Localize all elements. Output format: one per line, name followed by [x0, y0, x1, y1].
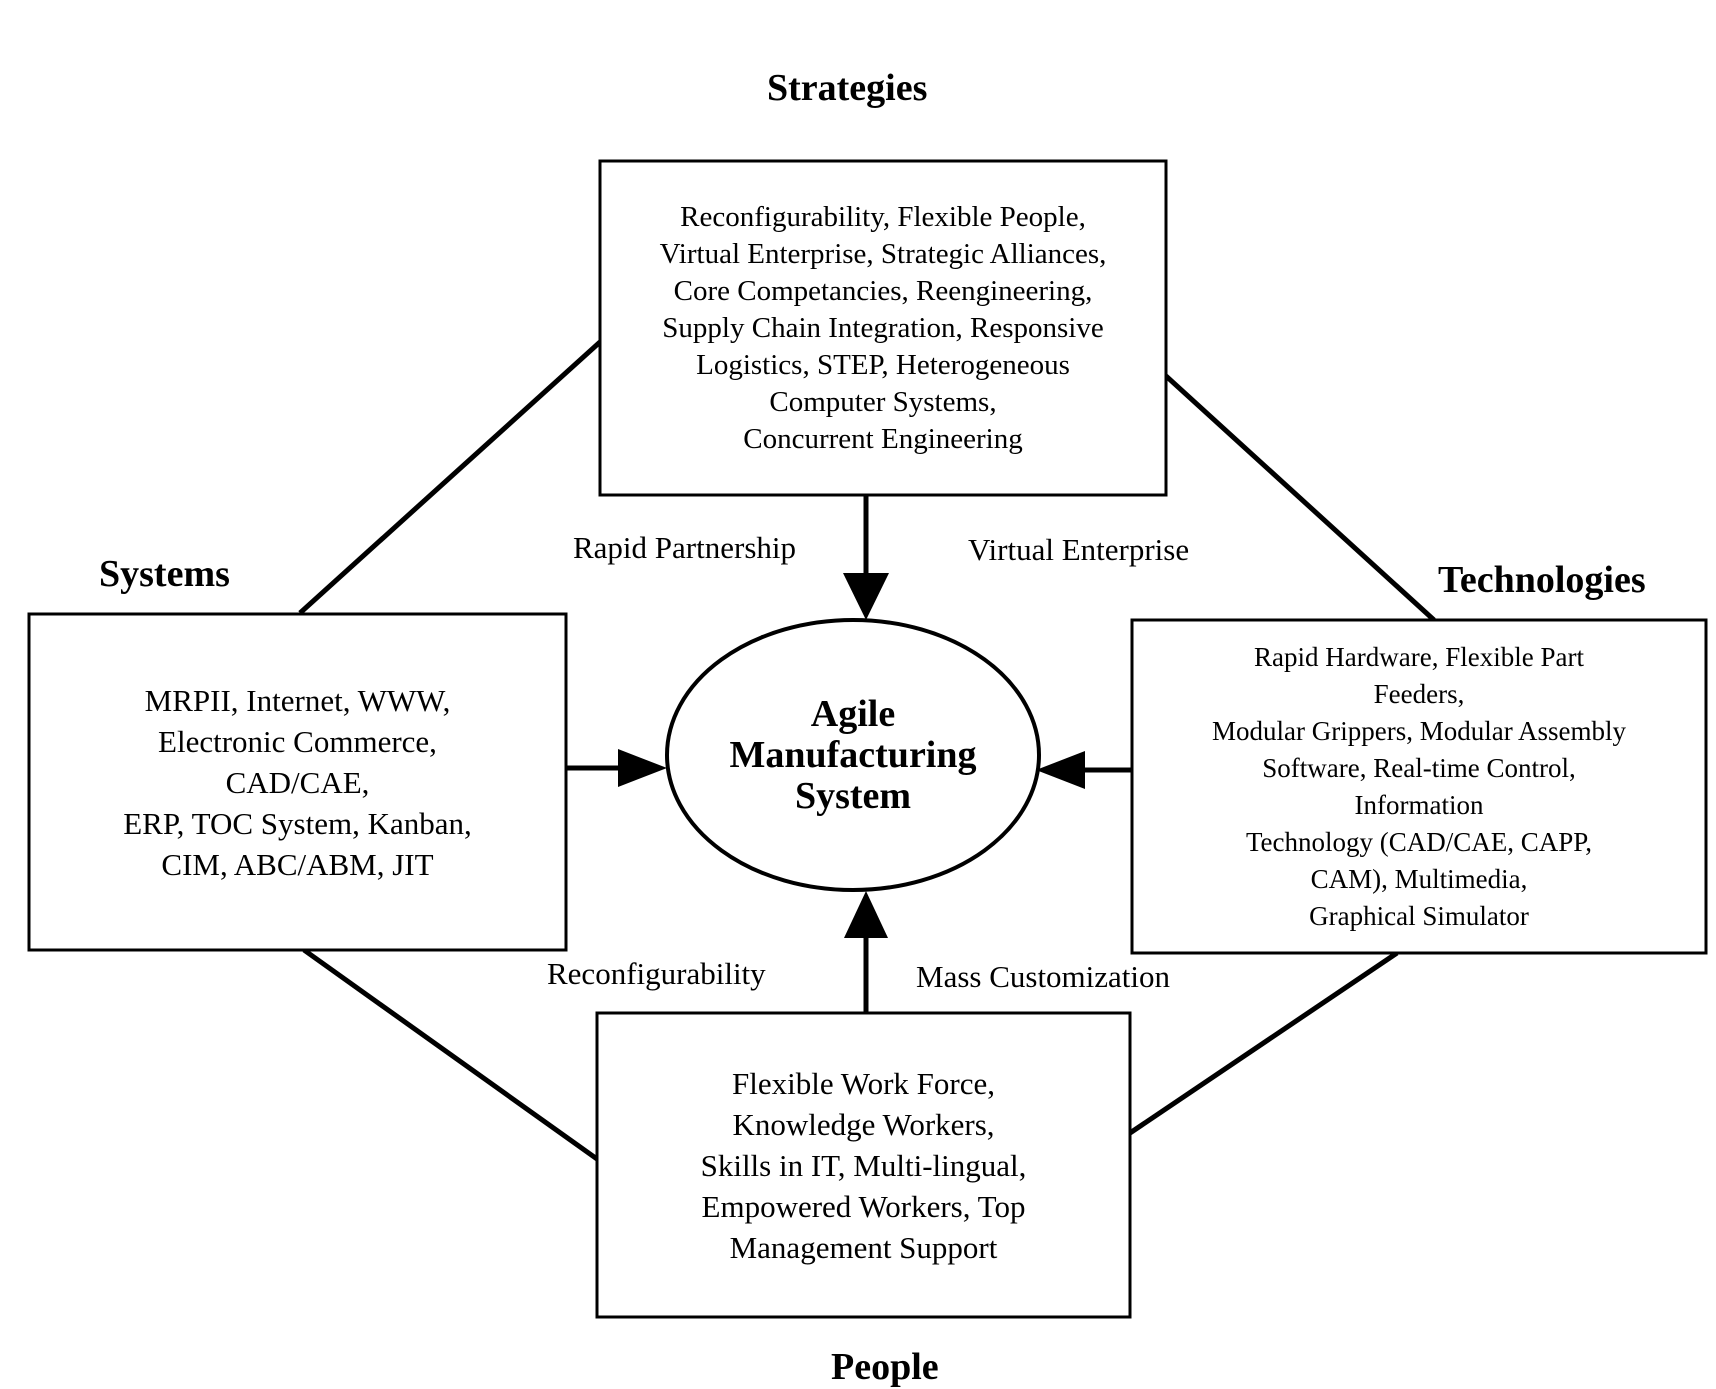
heading-technologies: Technologies: [1438, 559, 1646, 601]
people-text: Flexible Work Force, Knowledge Workers, …: [597, 1013, 1130, 1317]
strategies-text: Reconfigurability, Flexible People, Virt…: [600, 161, 1166, 495]
strategies-line: Computer Systems,: [769, 385, 997, 418]
systems-line: CIM, ABC/ABM, JIT: [161, 846, 434, 882]
strategies-box: [598, 159, 1168, 497]
people-line: Empowered Workers, Top: [701, 1188, 1026, 1224]
strategies-line: Supply Chain Integration, Responsive: [662, 311, 1104, 344]
technologies-line: Feeders,: [1373, 678, 1465, 709]
center-line: System: [794, 774, 912, 817]
people-line: Knowledge Workers,: [732, 1106, 995, 1142]
arrow-head-right: [1036, 751, 1085, 789]
people-line: Skills in IT, Multi-lingual,: [700, 1147, 1027, 1183]
strategies-line: Core Competancies, Reengineering,: [673, 274, 1093, 307]
technologies-line: CAM), Multimedia,: [1310, 863, 1528, 894]
label-rapid-partnership: Rapid Partnership: [573, 530, 796, 565]
systems-text: MRPII, Internet, WWW, Electronic Commerc…: [29, 614, 566, 950]
heading-systems: Systems: [99, 553, 230, 595]
people-box: [595, 1011, 1132, 1319]
technologies-line: Software, Real-time Control,: [1262, 752, 1576, 783]
strategies-line: Reconfigurability, Flexible People,: [680, 200, 1086, 233]
heading-people: People: [831, 1346, 939, 1388]
technologies-text: Rapid Hardware, Flexible Part Feeders, M…: [1132, 620, 1706, 953]
center-text: Agile Manufacturing System: [667, 620, 1039, 890]
arrow-head-top: [843, 573, 889, 620]
arrow-head-bottom: [844, 891, 888, 938]
center-line: Manufacturing: [729, 733, 977, 776]
center-line: Agile: [810, 692, 896, 735]
label-mass-customization: Mass Customization: [916, 959, 1171, 994]
arrow-head-left: [618, 749, 667, 787]
systems-line: Electronic Commerce,: [158, 723, 437, 759]
strategies-line: Virtual Enterprise, Strategic Alliances,: [659, 237, 1107, 270]
label-reconfigurability: Reconfigurability: [547, 956, 766, 991]
connector-technologies-people: [1128, 950, 1399, 1136]
people-line: Flexible Work Force,: [732, 1065, 995, 1101]
connector-systems-people: [302, 947, 599, 1162]
systems-box: [27, 612, 568, 952]
strategies-line: Concurrent Engineering: [743, 422, 1023, 455]
strategies-line: Logistics, STEP, Heterogeneous: [696, 348, 1070, 381]
technologies-line: Rapid Hardware, Flexible Part: [1254, 641, 1584, 672]
center-ellipse: [665, 618, 1041, 892]
people-line: Management Support: [729, 1229, 998, 1265]
technologies-line: Information: [1354, 789, 1484, 820]
technologies-box: [1130, 618, 1708, 955]
systems-line: ERP, TOC System, Kanban,: [123, 805, 472, 841]
systems-line: CAD/CAE,: [225, 764, 370, 800]
technologies-line: Graphical Simulator: [1309, 900, 1529, 931]
technologies-line: Modular Grippers, Modular Assembly: [1212, 715, 1626, 746]
label-virtual-enterprise: Virtual Enterprise: [968, 532, 1190, 567]
connector-strategies-technologies: [1164, 374, 1436, 622]
systems-line: MRPII, Internet, WWW,: [144, 682, 451, 718]
connector-strategies-systems: [298, 340, 602, 615]
heading-strategies: Strategies: [767, 67, 928, 109]
technologies-line: Technology (CAD/CAE, CAPP,: [1245, 826, 1593, 857]
